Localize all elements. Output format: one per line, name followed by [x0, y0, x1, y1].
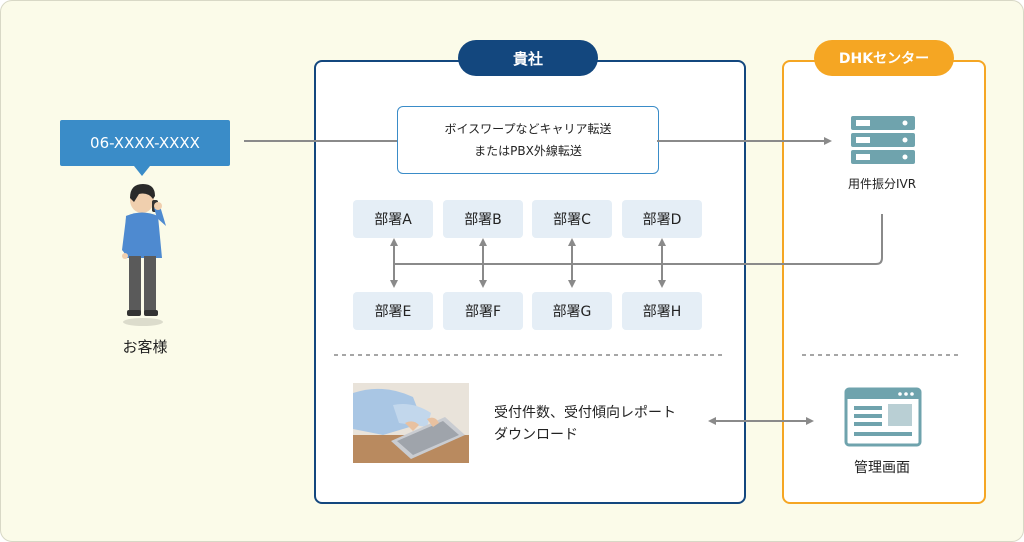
laptop-photo-image [353, 383, 469, 463]
department-h: 部署H [622, 292, 702, 330]
carrier-transfer-line1: ボイスワープなどキャリア転送 [444, 122, 612, 136]
department-c: 部署C [532, 200, 612, 238]
carrier-transfer-line2: またはPBX外線転送 [474, 144, 582, 158]
carrier-transfer-box: ボイスワープなどキャリア転送 またはPBX外線転送 [397, 106, 659, 174]
customer-label: お客様 [122, 338, 168, 356]
dhk-center-panel [782, 60, 986, 504]
department-g: 部署G [532, 292, 612, 330]
department-e: 部署E [353, 292, 433, 330]
company-title: 貴社 [458, 40, 598, 76]
department-d: 部署D [622, 200, 702, 238]
department-f: 部署F [443, 292, 523, 330]
management-label: 管理画面 [854, 460, 910, 476]
phone-number-bubble: 06-XXXX-XXXX [60, 120, 230, 176]
report-description: 受付件数、受付傾向レポート ダウンロード [494, 402, 676, 446]
department-a: 部署A [353, 200, 433, 238]
dhk-center-title: DHKセンター [814, 40, 954, 76]
report-line2: ダウンロード [494, 427, 578, 443]
department-b: 部署B [443, 200, 523, 238]
ivr-label: 用件振分IVR [847, 177, 917, 191]
report-line1: 受付件数、受付傾向レポート [494, 405, 676, 421]
